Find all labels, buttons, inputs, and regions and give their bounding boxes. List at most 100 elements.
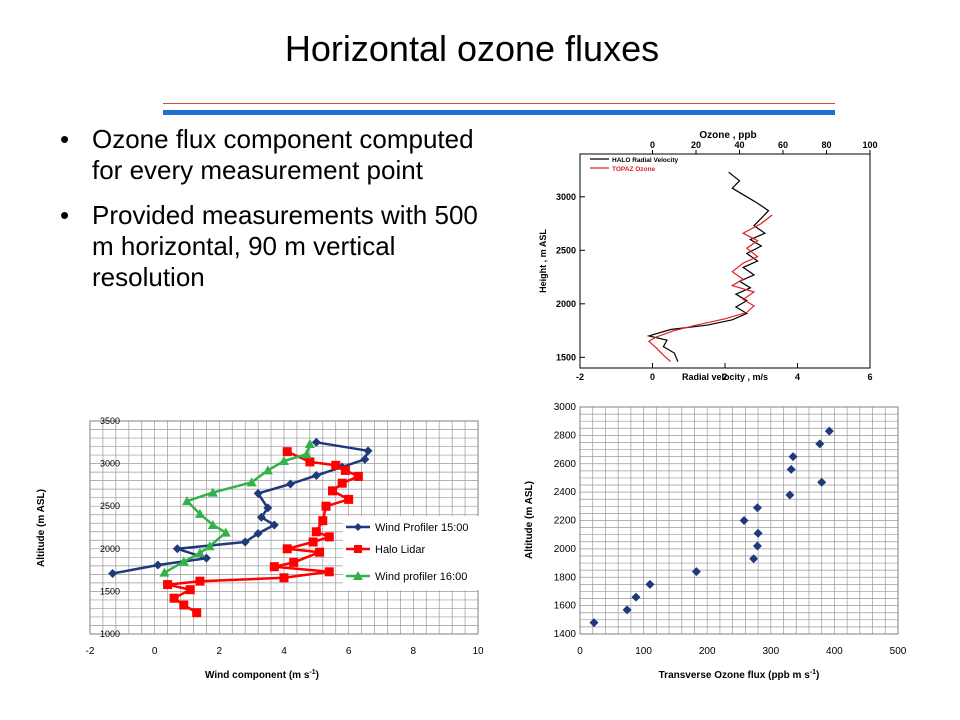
wind-legend-square-icon <box>354 545 362 553</box>
wind-profiler-1600-point <box>220 527 231 537</box>
slide-title: Horizontal ozone fluxes <box>284 28 660 69</box>
wind-profiler-1500-point <box>253 528 263 538</box>
wind-profiler-1500-point <box>172 544 182 554</box>
halo-lidar-point <box>169 593 179 603</box>
flux-y-tick-label: 2200 <box>554 516 577 527</box>
halo-lidar-point <box>279 573 289 583</box>
flux-y-tick-label: 1800 <box>554 572 577 583</box>
flux-point <box>788 452 798 462</box>
flux-point <box>815 439 825 449</box>
flux-y-tick-label: 3000 <box>554 402 577 413</box>
flux-point <box>824 426 834 436</box>
wind-legend-label-3: Wind profiler 16:00 <box>375 571 467 583</box>
wind-x-tick-label: 0 <box>152 646 158 657</box>
bullet-text: Ozone flux component computed for every … <box>92 124 474 185</box>
profile-top-tick-label: 0 <box>650 140 655 150</box>
wind-profiler-1500-point <box>153 560 163 570</box>
profile-legend-halo-label: HALO Radial Velocity <box>612 157 678 164</box>
flux-point <box>749 554 759 564</box>
profile-top-tick-label: 40 <box>734 140 744 150</box>
halo-lidar-point <box>337 478 347 488</box>
wind-profiler-1500-point <box>360 454 370 464</box>
profile-top-tick-label: 80 <box>821 140 831 150</box>
halo-lidar-point <box>311 527 321 537</box>
flux-point <box>622 605 632 615</box>
wind-x-axis-label-main: Wind component (m s <box>205 670 310 681</box>
wind-x-tick-label: 4 <box>281 646 287 657</box>
wind-profiler-1600-point <box>207 487 218 497</box>
halo-lidar-point <box>163 580 173 590</box>
wind-profiler-1600-point <box>194 508 205 518</box>
flux-point <box>589 618 599 628</box>
wind-profiler-1600-point <box>207 519 218 529</box>
wind-profiler-1600-point <box>301 449 312 459</box>
halo-lidar-point <box>318 516 328 526</box>
wind-x-axis-label-sup: -1 <box>309 669 315 676</box>
halo-lidar-point <box>289 557 299 567</box>
wind-y-tick-label: 2500 <box>100 501 120 511</box>
profile-legend: HALO Radial Velocity TOPAZ Ozone <box>590 157 678 173</box>
flux-y-tick-label: 2400 <box>554 487 577 498</box>
wind-profiler-1500-point <box>285 479 295 489</box>
halo-lidar-point <box>305 457 315 467</box>
flux-point <box>691 567 701 577</box>
profile-x-tick-label: 0 <box>650 372 655 382</box>
wind-x-tick-label: 10 <box>472 646 484 657</box>
wind-x-axis-label: Wind component (m s-1) <box>205 669 319 681</box>
halo-lidar-point <box>331 460 341 470</box>
wind-profiler-1600-point <box>178 556 189 566</box>
wind-profiler-1600-point <box>279 456 289 466</box>
wind-legend-diamond-icon <box>354 523 362 531</box>
flux-x-axis-label-sup: -1 <box>810 669 816 676</box>
flux-point <box>817 477 827 487</box>
wind-profiler-1500-point <box>311 471 321 481</box>
profile-legend-topaz-label: TOPAZ Ozone <box>612 166 655 173</box>
halo-lidar-point <box>340 465 350 475</box>
profile-x-tick-label: -2 <box>576 372 584 382</box>
flux-point <box>752 503 762 513</box>
wind-profiler-1500-point <box>108 569 118 579</box>
wind-profiler-1500-point <box>363 446 373 456</box>
wind-profiler-1600-point <box>262 465 273 475</box>
halo-lidar-point <box>308 537 318 547</box>
halo-lidar-point <box>179 600 189 610</box>
flux-y-axis-label: Altitude (m ASL) <box>524 481 535 559</box>
bullet-dot-icon: • <box>60 200 70 230</box>
halo-lidar-point <box>282 544 292 554</box>
bullet-list: • Ozone flux component computed for every… <box>60 124 480 307</box>
wind-legend: Wind Profiler 15:00 Halo Lidar Wind prof… <box>343 516 479 590</box>
flux-point <box>739 516 749 525</box>
wind-y-tick-label: 2000 <box>100 544 120 554</box>
flux-plot-frame <box>579 406 899 635</box>
flux-y-tick-label: 2800 <box>554 430 577 441</box>
profile-y-tick-label: 2500 <box>556 245 576 255</box>
flux-point <box>645 579 655 589</box>
halo-lidar-point <box>353 471 363 481</box>
flux-y-tick-label: 2600 <box>554 459 577 470</box>
flux-y-tick-label: 1600 <box>554 601 577 612</box>
wind-profiler-1600-point <box>204 541 215 551</box>
flux-x-tick-label: 0 <box>577 646 583 657</box>
wind-y-tick-label: 1000 <box>100 629 120 639</box>
wind-profiler-1500-point <box>263 503 273 513</box>
wind-x-axis-label-end: ) <box>316 670 319 681</box>
flux-x-axis-label-end: ) <box>816 670 819 681</box>
halo-lidar-point <box>185 585 195 595</box>
profile-y-tick-label: 3000 <box>556 192 576 202</box>
wind-profiler-1500-point <box>269 520 279 530</box>
halo-lidar-point <box>321 501 331 511</box>
profile-x-tick-label: 2 <box>722 372 727 382</box>
halo-lidar-point <box>324 532 334 542</box>
bullet-text: Provided measurements with 500 m horizon… <box>92 200 478 292</box>
flux-point <box>786 464 796 474</box>
wind-profiler-1500-line <box>112 441 370 575</box>
profile-x-tick-label: 4 <box>795 372 800 382</box>
wind-profiler-1500-point <box>240 537 250 547</box>
